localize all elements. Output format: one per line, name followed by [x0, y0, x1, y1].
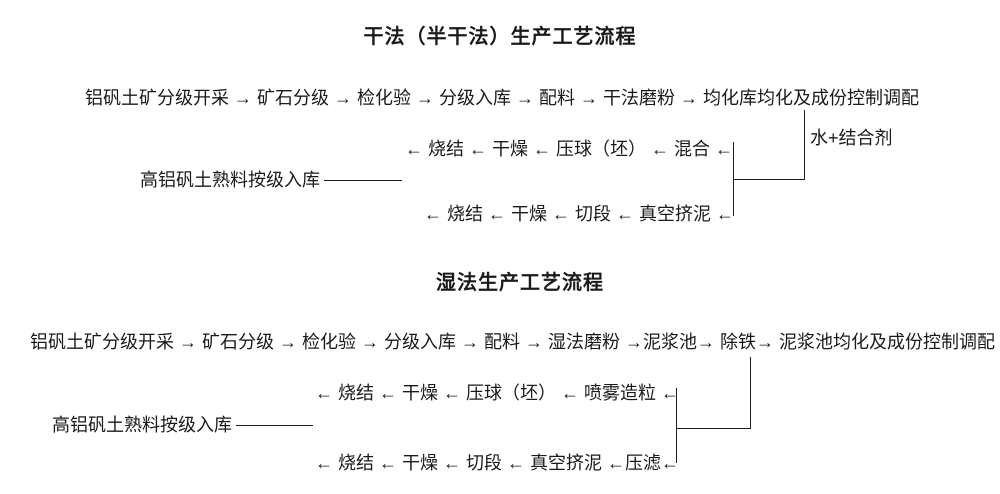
- dry-storage-dash-line: [324, 179, 402, 181]
- dry-connector-branch-line: [733, 142, 734, 216]
- dry-mix-flow: ← 烧结 ← 干燥 ← 压球（坯） ← 混合 ←: [405, 139, 734, 159]
- wet-connector-horizontal-line: [676, 428, 751, 429]
- wet-storage-group: 高铝矾土熟料按级入库: [52, 415, 313, 435]
- wet-storage-label: 高铝矾土熟料按级入库: [52, 415, 232, 435]
- dry-additive-label: 水+结合剂: [810, 128, 893, 148]
- wet-storage-dash-line: [236, 424, 313, 426]
- dry-main-flow: 铝矾土矿分级开采 → 矿石分级 → 检化验 → 分级入库 → 配料 → 干法磨粉…: [85, 88, 920, 108]
- wet-main-flow: 铝矾土矿分级开采 → 矿石分级 → 检化验 → 分级入库 → 配料 → 湿法磨粉…: [30, 332, 996, 352]
- wet-process-title: 湿法生产工艺流程: [436, 272, 604, 294]
- wet-extrusion-flow: ← 烧结 ← 干燥 ← 切段 ← 真空挤泥 ←压滤←: [315, 453, 680, 473]
- dry-extrusion-flow: ← 烧结 ← 干燥 ← 切段 ← 真空挤泥 ←: [424, 204, 735, 224]
- dry-storage-label: 高铝矾土熟料按级入库: [140, 170, 320, 190]
- wet-granulation-flow: ← 烧结 ← 干燥 ← 压球（坯） ← 喷雾造粒 ←: [315, 383, 680, 403]
- dry-storage-group: 高铝矾土熟料按级入库: [140, 170, 402, 190]
- dry-process-title: 干法（半干法）生产工艺流程: [363, 26, 637, 48]
- wet-connector-down-line: [750, 357, 751, 429]
- wet-connector-branch-line: [676, 388, 677, 463]
- dry-connector-down-line: [804, 110, 805, 180]
- dry-connector-horizontal-line: [733, 179, 805, 180]
